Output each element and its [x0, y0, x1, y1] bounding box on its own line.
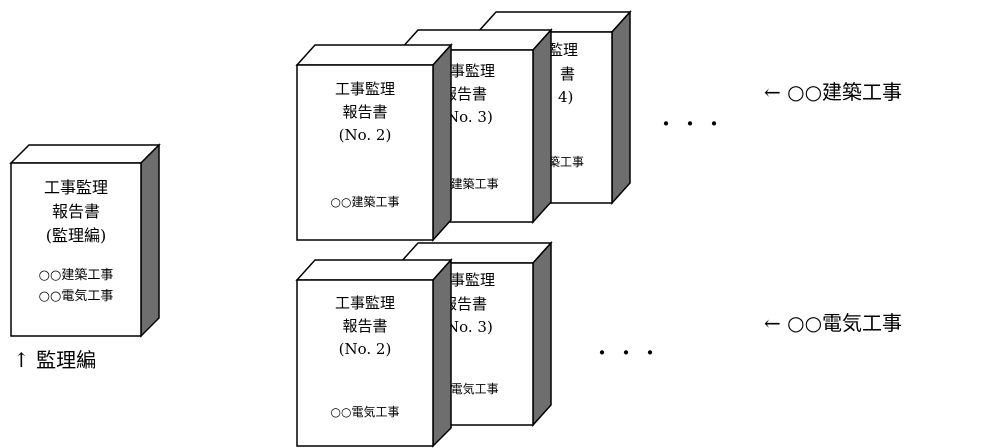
- kanri-book-project1: ○○建築工事: [39, 268, 114, 283]
- kenchiku-no2-title2: 報告書: [342, 103, 387, 121]
- kenchiku-no3-title1: 事監理: [450, 62, 495, 80]
- kenchiku-no4-number: 4): [558, 88, 573, 106]
- kanri-book-title1: 工事監理: [44, 178, 108, 197]
- kenchiku-no2-title1: 工事監理: [335, 80, 395, 98]
- denki-no2-title2: 報告書: [342, 317, 387, 335]
- denki-row-label: ← ○○電気工事: [764, 311, 902, 335]
- kanri-book: 工事監理 報告書 (監理編) ○○建築工事 ○○電気工事: [9, 143, 161, 338]
- kanri-book-title2: 報告書: [52, 202, 100, 221]
- kenchiku-book-no2: 工事監理 報告書 (No. 2) ○○建築工事: [295, 43, 453, 242]
- kenchiku-row-label: ← ○○建築工事: [764, 80, 902, 104]
- denki-no2-project: ○○電気工事: [331, 404, 400, 419]
- kenchiku-no3-number: No. 3): [446, 108, 493, 126]
- kenchiku-no3-title2: 報告書: [442, 85, 487, 103]
- denki-no3-title1: 事監理: [450, 271, 495, 289]
- kenchiku-no2-number: (No. 2): [339, 126, 392, 144]
- denki-no3-number: No. 3): [446, 318, 493, 336]
- kenchiku-no3-project: )建築工事: [446, 176, 499, 191]
- kanri-book-subtitle: (監理編): [46, 226, 107, 245]
- denki-no3-project: )電気工事: [446, 381, 499, 396]
- kenchiku-no2-project: ○○建築工事: [331, 194, 400, 209]
- denki-ellipsis: ・・・: [592, 341, 664, 365]
- denki-book-no2: 工事監理 報告書 (No. 2) ○○電気工事: [295, 258, 453, 448]
- kenchiku-no4-project: 築工事: [548, 154, 584, 169]
- denki-no3-title2: 報告書: [442, 295, 487, 313]
- kenchiku-no4-title2: 書: [560, 65, 575, 83]
- kenchiku-no4-title1: 監理: [548, 41, 578, 59]
- kenchiku-ellipsis: ・・・: [656, 112, 728, 136]
- kanri-caption: ↑ 監理編: [13, 348, 96, 372]
- denki-no2-title1: 工事監理: [335, 294, 395, 312]
- kanri-book-project2: ○○電気工事: [39, 288, 114, 304]
- denki-no2-number: (No. 2): [339, 340, 392, 358]
